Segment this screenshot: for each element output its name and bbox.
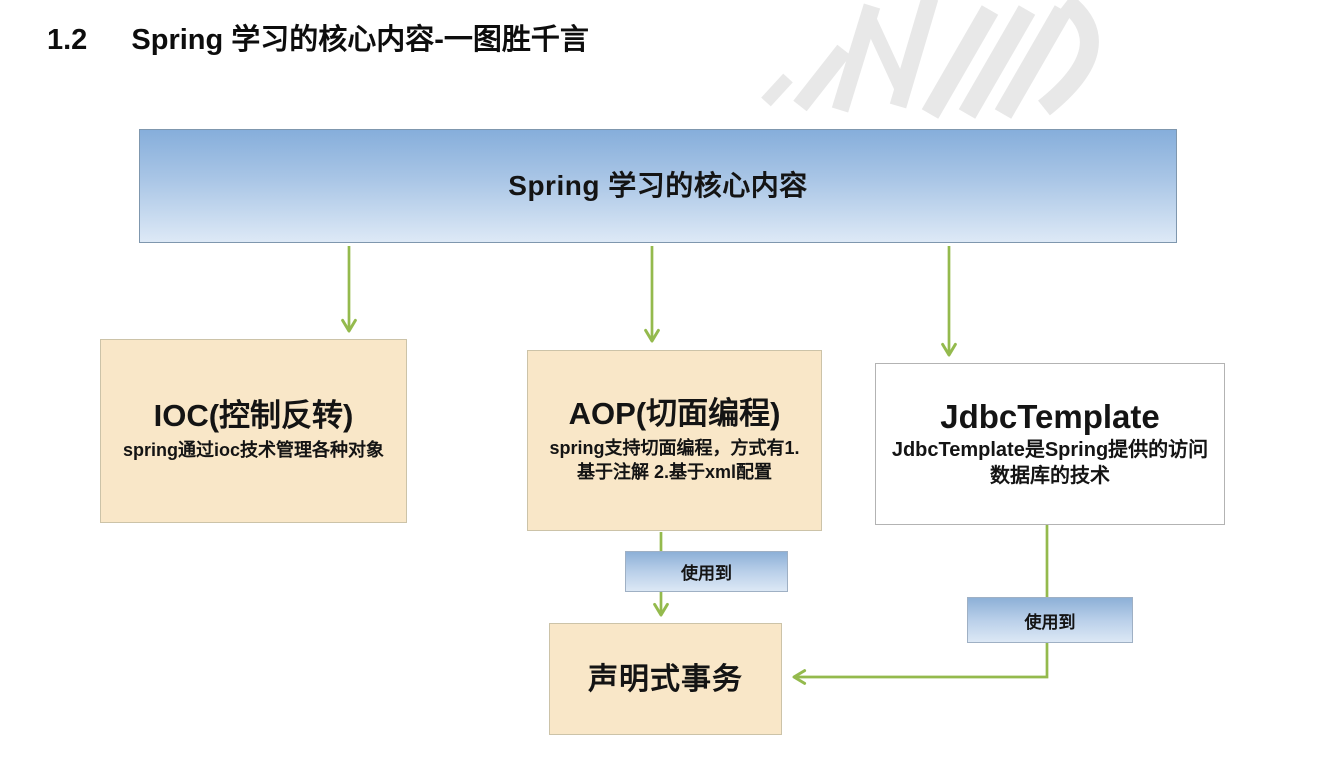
watermark-logo (761, 0, 1099, 119)
edge-label-uses-left: 使用到 (625, 551, 788, 592)
node-jdbctemplate: JdbcTemplate JdbcTemplate是Spring提供的访问 数据… (875, 363, 1225, 525)
node-jdbctemplate-desc: JdbcTemplate是Spring提供的访问 数据库的技术 (891, 439, 1209, 488)
node-spring-core-title: Spring 学习的核心内容 (508, 169, 808, 201)
node-jdbctemplate-title: JdbcTemplate (940, 397, 1160, 435)
section-number: 1.2 (47, 24, 88, 56)
edge-label-uses-right: 使用到 (967, 597, 1133, 643)
node-declarative-transaction: 声明式事务 (549, 623, 782, 735)
node-ioc: IOC(控制反转) spring通过ioc技术管理各种对象 (100, 339, 407, 523)
node-aop-desc: spring支持切面编程，方式有1. 基于注解 2.基于xml配置 (549, 438, 800, 482)
section-title: Spring 学习的核心内容-一图胜千言 (131, 24, 589, 56)
node-aop-title: AOP(切面编程) (568, 396, 781, 432)
section-heading: 1.2 Spring 学习的核心内容-一图胜千言 (47, 16, 589, 58)
node-aop: AOP(切面编程) spring支持切面编程，方式有1. 基于注解 2.基于xm… (527, 350, 822, 531)
node-ioc-title: IOC(控制反转) (153, 398, 354, 434)
node-spring-core: Spring 学习的核心内容 (139, 129, 1177, 243)
node-ioc-desc: spring通过ioc技术管理各种对象 (122, 440, 384, 461)
node-declarative-transaction-title: 声明式事务 (588, 662, 743, 696)
edge-label-uses-left-text: 使用到 (681, 564, 732, 583)
edge-label-uses-right-text: 使用到 (1024, 612, 1076, 632)
